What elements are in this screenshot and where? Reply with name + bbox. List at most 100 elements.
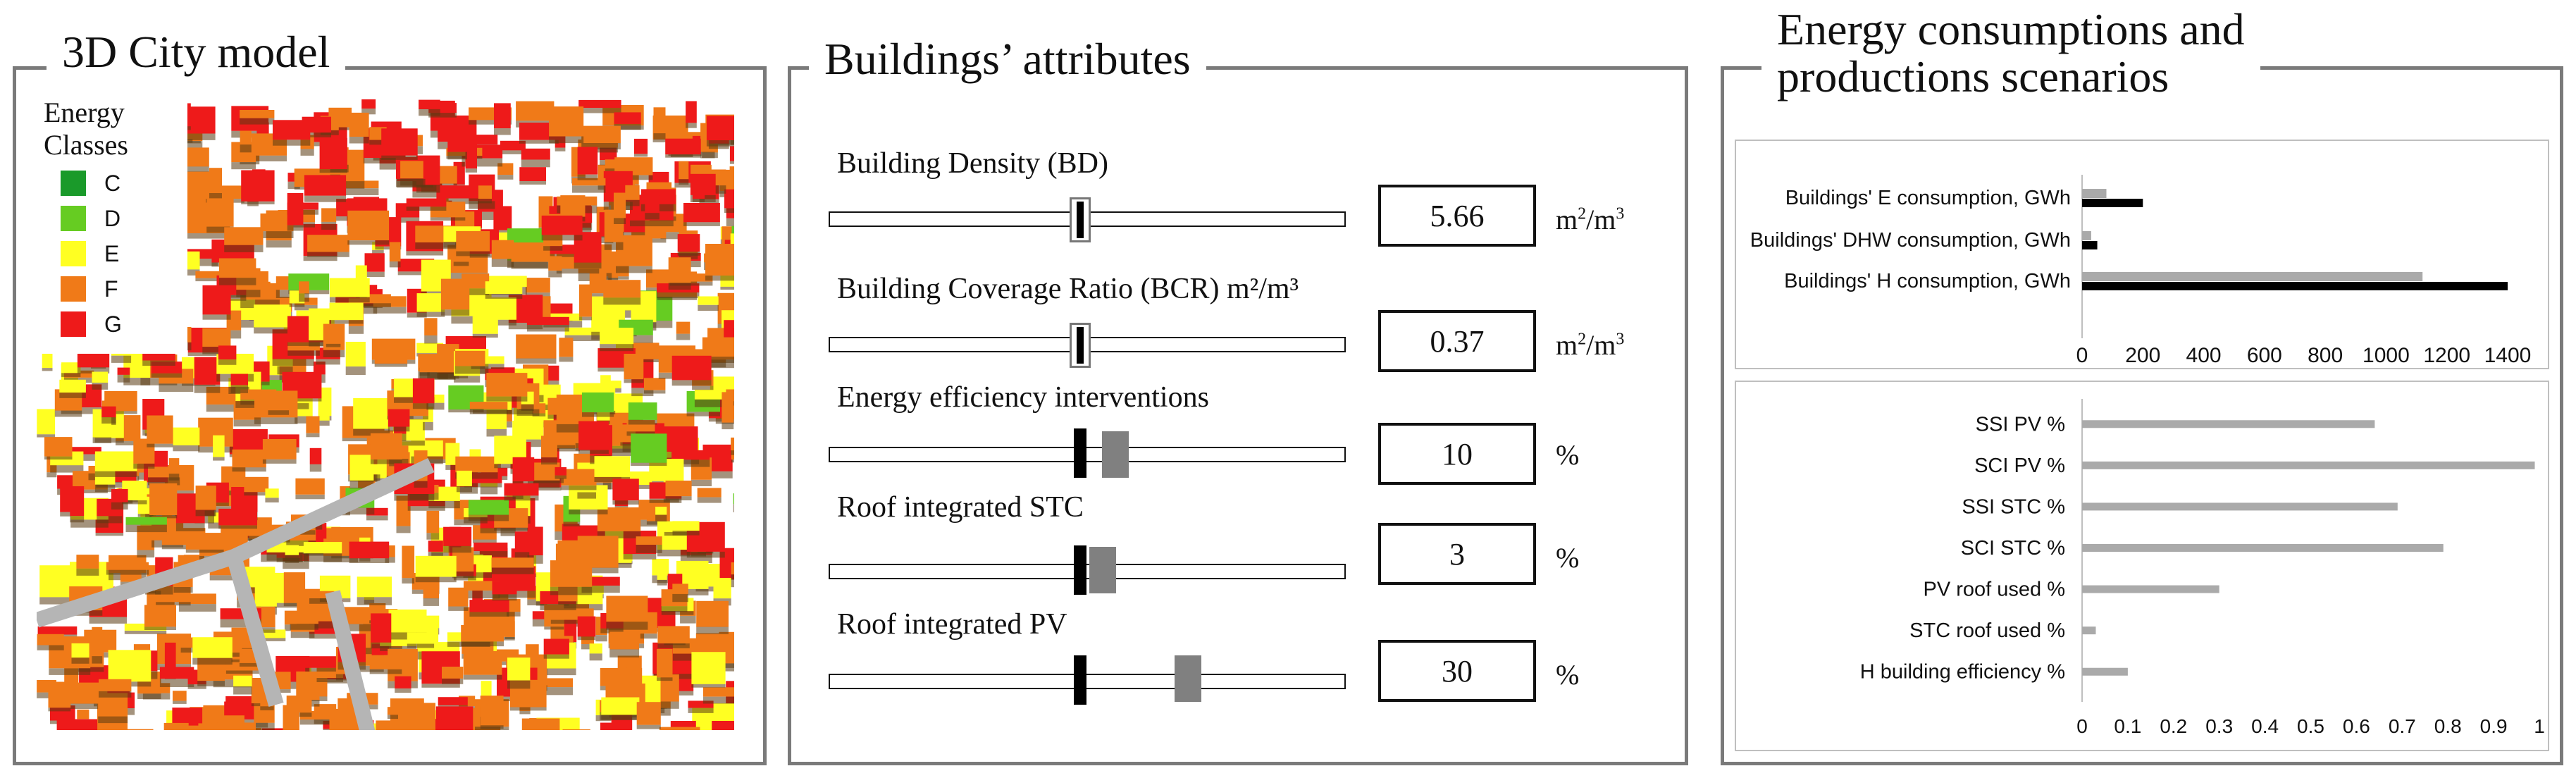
buildings-attributes-panel	[788, 66, 1688, 765]
building-shadow	[414, 481, 428, 488]
building-shadow	[309, 340, 330, 347]
building-block	[108, 650, 151, 682]
building-block	[464, 581, 500, 591]
unit-roof-stc: %	[1556, 542, 1580, 574]
consumption-category-label: Buildings' E consumption, GWh	[1785, 187, 2071, 209]
consumption-x-tick: 1200	[2423, 344, 2470, 367]
building-shadow	[511, 261, 555, 269]
building-shadow	[37, 692, 56, 698]
building-shadow	[232, 467, 266, 472]
building-shadow	[187, 684, 206, 689]
building-block	[625, 185, 640, 200]
building-shadow	[572, 185, 606, 193]
slider-thumb-building-coverage-ratio[interactable]	[1070, 323, 1091, 368]
city-model-title: 3D City model	[47, 28, 346, 75]
building-shadow	[463, 674, 502, 680]
consumption-x-tick: 1400	[2484, 344, 2532, 367]
building-shadow	[649, 498, 682, 503]
building-block	[364, 253, 385, 272]
building-shadow	[508, 323, 543, 330]
building-shadow	[89, 617, 128, 624]
production-x-tick: 0.7	[2389, 715, 2416, 737]
building-block	[304, 175, 347, 196]
building-shadow	[473, 539, 497, 543]
building-block	[144, 605, 176, 627]
building-shadow	[39, 597, 71, 605]
building-shadow	[71, 657, 89, 664]
building-shadow	[240, 144, 252, 153]
slider-roof-pv[interactable]	[829, 674, 1346, 689]
building-block	[415, 555, 457, 577]
value-box-building-coverage-ratio[interactable]: 0.37	[1378, 310, 1536, 372]
building-shadow	[519, 711, 531, 715]
building-block	[657, 648, 673, 678]
value-box-roof-stc[interactable]: 3	[1378, 523, 1536, 585]
building-shadow	[364, 271, 385, 277]
building-block	[319, 390, 330, 421]
building-block	[349, 541, 390, 559]
building-block	[549, 106, 584, 137]
slider-thumb-building-density[interactable]	[1070, 197, 1091, 242]
building-shadow	[702, 357, 734, 363]
slider-energy-efficiency[interactable]	[829, 447, 1346, 462]
building-block	[194, 357, 221, 385]
building-shadow	[597, 367, 636, 372]
building-shadow	[620, 442, 636, 446]
building-shadow	[287, 181, 300, 189]
building-shadow	[473, 551, 508, 557]
slider-thumb-roof-pv[interactable]	[1175, 655, 1202, 702]
building-shadow	[498, 591, 536, 598]
building-shadow	[254, 722, 275, 730]
building-block	[671, 355, 712, 381]
building-block	[686, 101, 697, 123]
building-block	[70, 486, 85, 517]
building-block	[37, 409, 56, 435]
building-shadow	[462, 288, 490, 295]
building-shadow	[491, 567, 534, 574]
building-block	[486, 373, 528, 397]
building-shadow	[295, 416, 313, 424]
building-block	[241, 170, 275, 202]
building-block	[303, 542, 342, 554]
building-shadow	[686, 551, 725, 558]
building-shadow	[679, 253, 698, 259]
building-shadow	[697, 497, 722, 503]
building-shadow	[601, 715, 640, 720]
building-shadow	[353, 428, 390, 436]
value-box-building-density[interactable]: 5.66	[1378, 185, 1536, 247]
building-shadow	[419, 109, 440, 116]
building-shadow	[657, 677, 673, 681]
building-shadow	[628, 419, 657, 425]
building-shadow	[695, 586, 725, 592]
value-box-roof-pv[interactable]: 30	[1378, 640, 1536, 702]
building-block	[731, 562, 734, 575]
production-x-tick: 0.8	[2434, 715, 2462, 737]
building-shadow	[660, 232, 687, 240]
slider-roof-stc[interactable]	[829, 564, 1346, 579]
building-shadow	[577, 636, 596, 641]
building-block	[577, 147, 598, 175]
building-block	[37, 626, 78, 635]
building-shadow	[612, 500, 639, 505]
consumption-x-tick: 400	[2186, 344, 2222, 367]
building-block	[653, 107, 666, 134]
building-shadow	[731, 574, 734, 580]
city-model-panel	[13, 66, 767, 765]
building-block	[548, 256, 562, 271]
building-shadow	[589, 293, 607, 297]
building-shadow	[614, 175, 653, 180]
building-block	[472, 308, 498, 334]
slider-thumb-energy-efficiency[interactable]	[1102, 431, 1129, 478]
slider-thumb-roof-stc[interactable]	[1089, 547, 1117, 593]
building-shadow	[249, 638, 286, 641]
building-shadow	[447, 152, 467, 160]
building-block	[609, 631, 640, 650]
building-block	[101, 406, 116, 418]
production-bar	[2082, 420, 2375, 428]
value-box-energy-efficiency[interactable]: 10	[1378, 423, 1536, 485]
unit-building-density: m2/m3	[1556, 204, 1625, 235]
building-shadow	[430, 217, 466, 221]
building-shadow	[224, 245, 264, 252]
building-block	[491, 240, 514, 259]
building-shadow	[406, 251, 444, 256]
